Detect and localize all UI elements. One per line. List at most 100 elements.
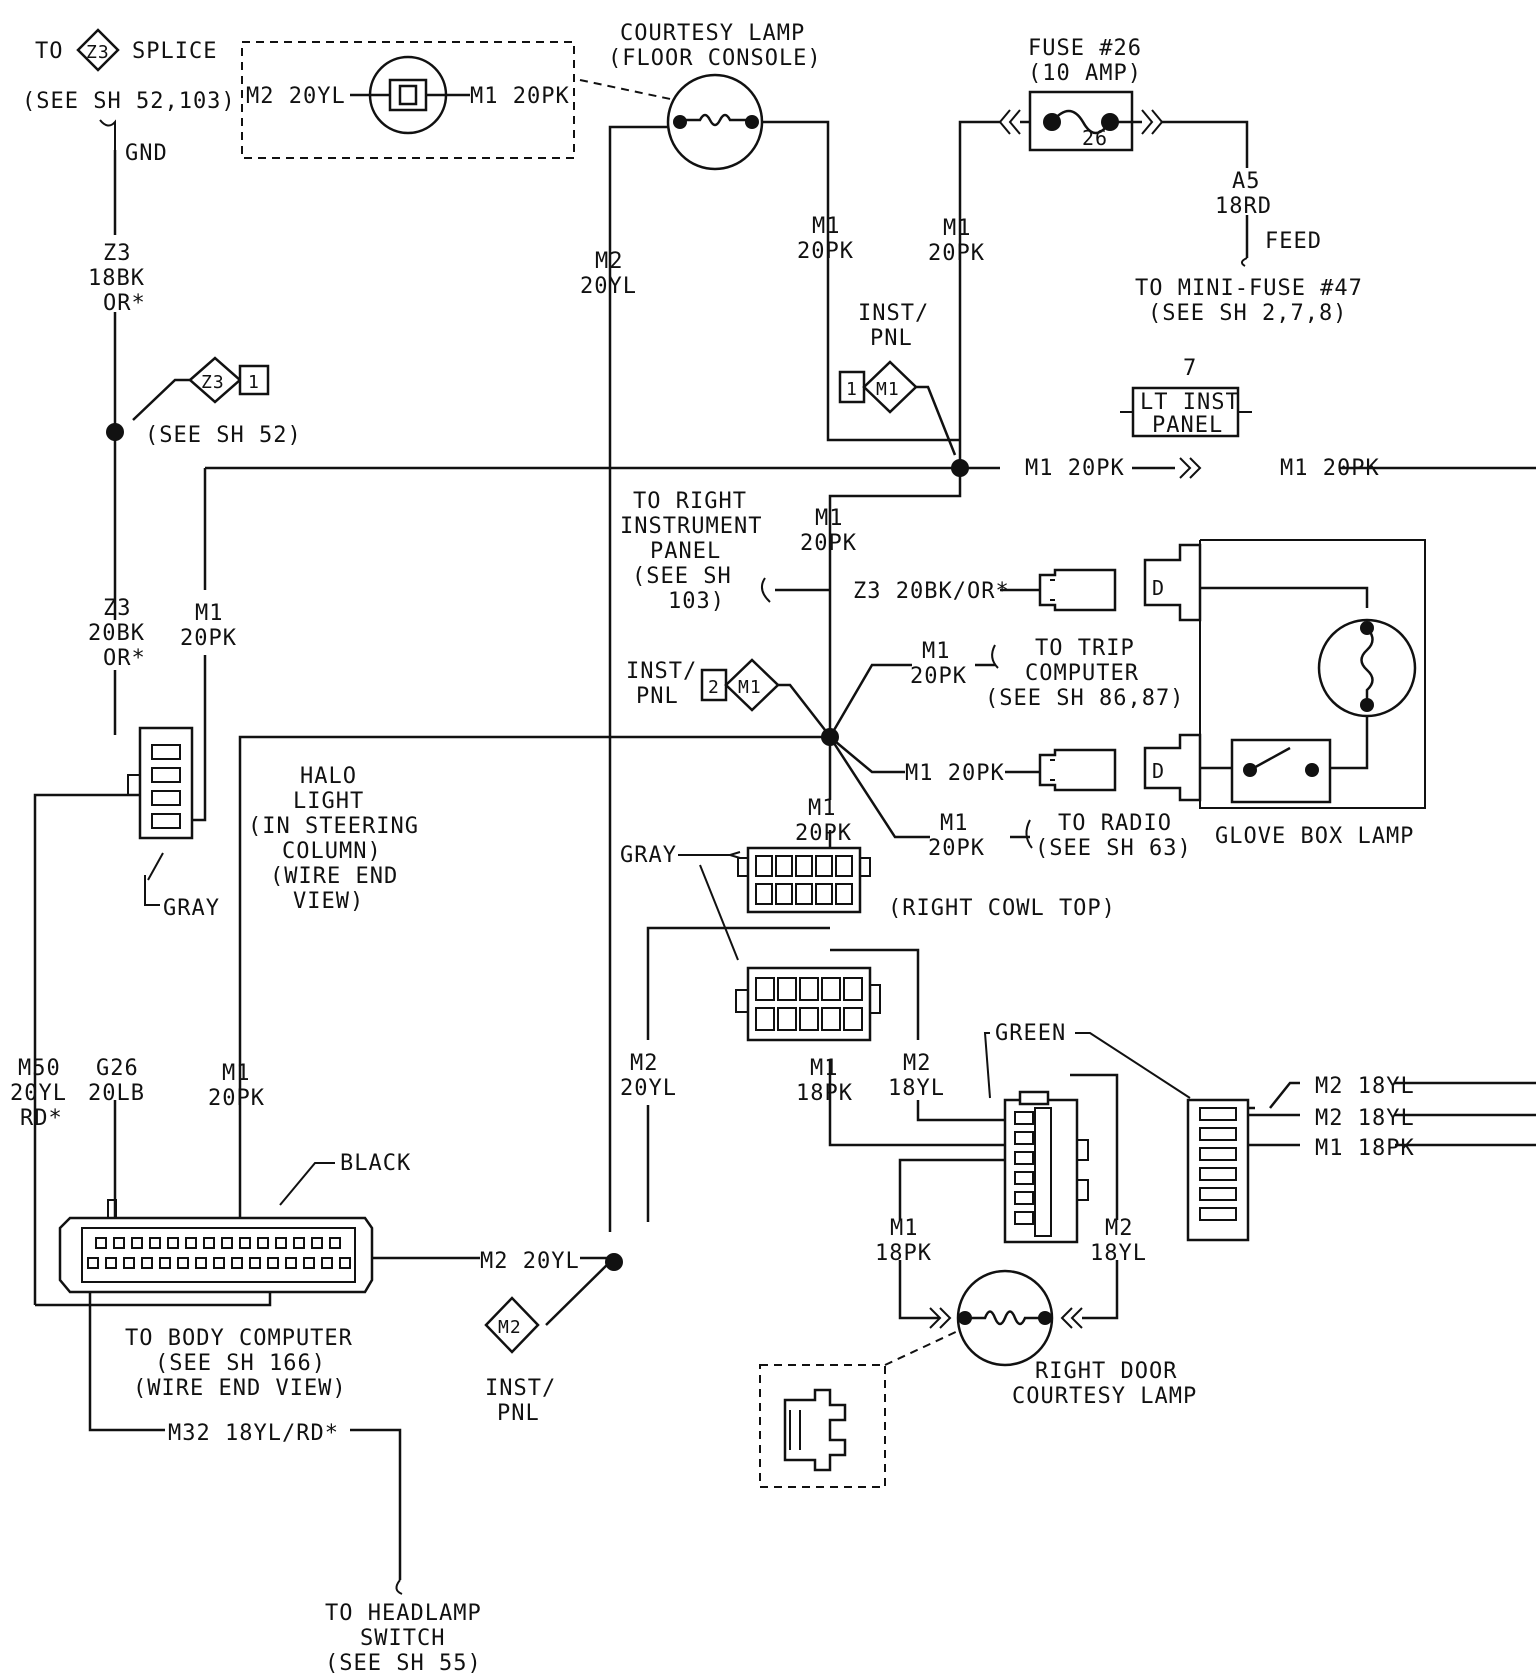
m1-pin2-tag: 2 M1 (700, 658, 780, 712)
body-computer-pin (221, 1237, 233, 1249)
body-computer-pin (159, 1257, 171, 1269)
m50-label-2: 20YL (10, 1081, 67, 1106)
svg-text:M2: M2 (498, 1317, 522, 1338)
courtesy-lamp-label-1: COURTESY LAMP (620, 21, 805, 46)
body-computer-pin (203, 1237, 215, 1249)
body-computer-label-3: (WIRE END VIEW) (133, 1376, 347, 1401)
body-computer-pin (149, 1237, 161, 1249)
gray-left-label: GRAY (163, 896, 220, 921)
halo-label-6: VIEW) (293, 889, 364, 914)
m1-main-label-1: M1 20PK (1025, 456, 1125, 481)
m1-pin2-leader (778, 683, 826, 731)
halo-label-4: COLUMN) (282, 839, 382, 864)
wire-m1-trip (828, 663, 995, 738)
instpnl-3-label-a: INST/ (485, 1376, 556, 1401)
right-ip-label-5: 103) (668, 589, 725, 614)
body-computer-pin (257, 1237, 269, 1249)
wire-m2-lower (646, 926, 830, 1222)
cowl-pin (795, 883, 813, 905)
courtesy-conn-m2: M2 20YL (246, 84, 346, 109)
svg-text:Z3: Z3 (201, 372, 225, 393)
splice-label: SPLICE (132, 39, 217, 64)
body-computer-pin (131, 1237, 143, 1249)
body-computer-pin (185, 1237, 197, 1249)
svg-text:D: D (1152, 759, 1165, 783)
black-pointer (279, 1162, 335, 1206)
m1-vert-label-1: M1 (815, 506, 844, 531)
door-courtesy-lamp (929, 1269, 1083, 1367)
main-inline-connector (1179, 457, 1202, 479)
wire-m1-radio (828, 736, 1030, 839)
wire-m1-door (898, 1158, 1020, 1320)
green-connector-pin (1014, 1191, 1034, 1205)
right-connector-pin (1199, 1107, 1237, 1121)
m1-trip-label-2: 20PK (910, 664, 967, 689)
wire-right-stubs (1245, 1081, 1300, 1147)
green-connector-pin (1014, 1171, 1034, 1185)
cowl-connector-top (737, 846, 871, 914)
right-ip-label-3: PANEL (650, 539, 721, 564)
cowl-pin (821, 977, 841, 1001)
m50-label-1: M50 (18, 1056, 61, 1081)
cowl-pin (755, 1007, 775, 1031)
cowl-pin (799, 1007, 819, 1031)
body-computer-pin (87, 1257, 99, 1269)
m1-low-label-1: M1 (808, 796, 837, 821)
m1-pin1-leader (916, 385, 957, 456)
right-wire-label-1: M2 18YL (1315, 1074, 1415, 1099)
lt-inst-panel-tag: LT INST PANEL (1120, 386, 1252, 438)
z3-glove-label: Z3 20BK/OR* (853, 579, 1010, 604)
right-ip-label-2: INSTRUMENT (620, 514, 762, 539)
cowl-connector-bottom (735, 966, 881, 1042)
courtesy-connector-icon (350, 55, 470, 135)
body-computer-pin (213, 1257, 225, 1269)
green-label: GREEN (995, 1021, 1066, 1046)
gray-cowl-pointer-2 (699, 864, 739, 961)
halo-label-5: (WIRE END (270, 864, 398, 889)
cowl-pin (835, 883, 853, 905)
green-connector-pin (1014, 1111, 1034, 1125)
glove-plug-z3 (1038, 568, 1117, 612)
wire-m1-vertical (828, 470, 962, 735)
body-computer-pin (293, 1237, 305, 1249)
wire-m1-halo (238, 735, 830, 1220)
svg-text:D: D (1152, 576, 1165, 600)
black-label: BLACK (340, 1151, 411, 1176)
m2-center-label-2: 20YL (580, 274, 637, 299)
cowl-pin (815, 855, 833, 877)
gray-cowl-pointer (678, 851, 741, 859)
m32-label: M32 18YL/RD* (168, 1421, 339, 1446)
body-computer-pin (231, 1257, 243, 1269)
right-ip-break (760, 577, 771, 603)
m2-18yl-label-2: 18YL (888, 1076, 945, 1101)
right-connector-pin (1199, 1207, 1237, 1221)
cowl-pin (755, 883, 773, 905)
instpnl-2-label-a: INST/ (626, 659, 697, 684)
halo-gray-connector (127, 726, 194, 840)
break-symbol (99, 119, 116, 150)
wire-m2-center-vertical (608, 125, 680, 1232)
m1-radio-label-1: M1 (940, 811, 969, 836)
cowl-pin (843, 1007, 863, 1031)
m1-left-wire-1: M1 (195, 601, 224, 626)
fuse-label-1: FUSE #26 (1028, 36, 1142, 61)
g26-label-1: G26 (96, 1056, 139, 1081)
m1-trip-label-1: M1 (922, 639, 951, 664)
wire-m2-tag-leader (545, 1257, 615, 1326)
z3-mid-wire-2: 20BK (88, 621, 145, 646)
body-computer-pin (329, 1237, 341, 1249)
body-computer-pin (303, 1257, 315, 1269)
m1-courtesy-label-1: M1 (812, 214, 841, 239)
body-computer-pin (113, 1237, 125, 1249)
right-ip-label-4: (SEE SH (632, 564, 732, 589)
body-computer-pin (167, 1237, 179, 1249)
svg-text:M1: M1 (876, 379, 900, 400)
see-sh-52-label: (SEE SH 52) (145, 423, 302, 448)
m2-bc-label: M2 20YL (480, 1249, 580, 1274)
body-computer-pin (123, 1257, 135, 1269)
headlamp-break (395, 1579, 403, 1595)
feed-break (1241, 257, 1248, 267)
m2-door-label-1: M2 (1105, 1216, 1134, 1241)
courtesy-lamp-dashed-leader (579, 79, 676, 101)
m1-door-label-1: M1 (890, 1216, 919, 1241)
